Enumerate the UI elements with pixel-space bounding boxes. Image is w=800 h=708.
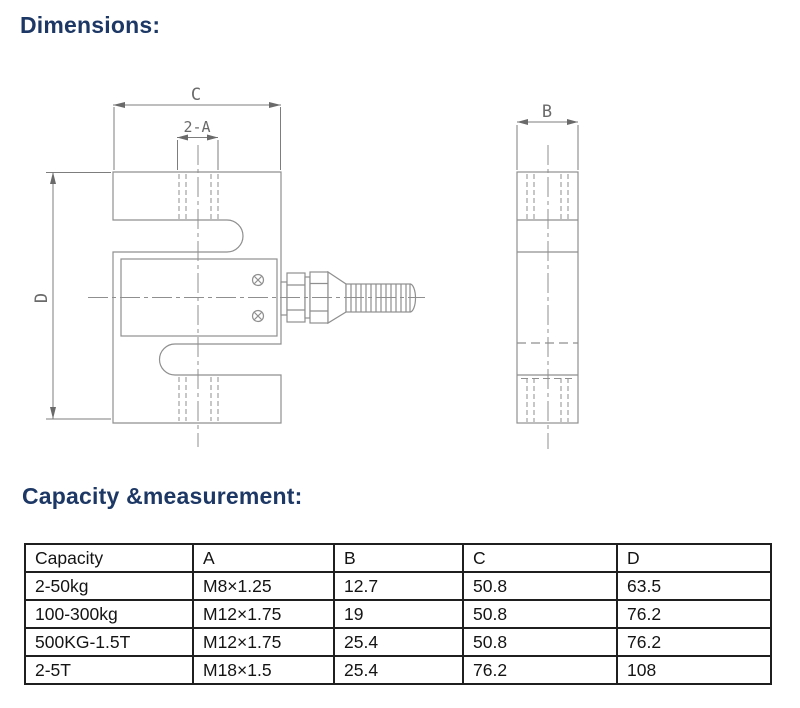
cell-c: 50.8 xyxy=(462,599,618,629)
table-row: 100-300kg M12×1.75 19 50.8 76.2 xyxy=(24,599,772,629)
cell-b: 25.4 xyxy=(333,627,464,657)
front-width-label: C xyxy=(191,85,201,105)
cell-c: 50.8 xyxy=(462,571,618,601)
screw-top-icon xyxy=(251,273,265,287)
front-height-label: D xyxy=(32,293,52,303)
cell-d: 76.2 xyxy=(616,599,772,629)
cell-a: M18×1.5 xyxy=(192,655,335,685)
table-row: 2-50kg M8×1.25 12.7 50.8 63.5 xyxy=(24,571,772,601)
col-header-d: D xyxy=(616,543,772,573)
cell-capacity: 500KG-1.5T xyxy=(24,627,194,657)
thread-spec-label: 2-A xyxy=(183,118,210,136)
cell-b: 25.4 xyxy=(333,655,464,685)
cell-d: 63.5 xyxy=(616,571,772,601)
cell-c: 76.2 xyxy=(462,655,618,685)
dimensions-heading: Dimensions: xyxy=(20,12,161,38)
cell-a: M12×1.75 xyxy=(192,599,335,629)
col-header-a: A xyxy=(192,543,335,573)
capacity-heading: Capacity &measurement: xyxy=(22,483,303,509)
dimension-arrows xyxy=(50,102,578,419)
table-row: 500KG-1.5T M12×1.75 25.4 50.8 76.2 xyxy=(24,627,772,657)
screw-bottom-icon xyxy=(251,309,265,323)
cell-a: M8×1.25 xyxy=(192,571,335,601)
capacity-table: Capacity A B C D 2-50kg M8×1.25 12.7 50.… xyxy=(24,543,772,685)
side-width-label: B xyxy=(542,102,552,122)
cell-capacity: 2-50kg xyxy=(24,571,194,601)
cell-c: 50.8 xyxy=(462,627,618,657)
dimension-lines xyxy=(46,104,579,420)
centerlines xyxy=(88,145,549,449)
cell-d: 108 xyxy=(616,655,772,685)
cell-b: 19 xyxy=(333,599,464,629)
dimension-labels: C 2-A B D xyxy=(32,85,552,303)
load-cell-dimension-drawing: C 2-A B D xyxy=(32,85,579,449)
cell-d: 76.2 xyxy=(616,627,772,657)
table-header-row: Capacity A B C D xyxy=(24,543,772,573)
col-header-c: C xyxy=(462,543,618,573)
col-header-capacity: Capacity xyxy=(24,543,194,573)
cell-a: M12×1.75 xyxy=(192,627,335,657)
cell-capacity: 2-5T xyxy=(24,655,194,685)
cell-b: 12.7 xyxy=(333,571,464,601)
cell-capacity: 100-300kg xyxy=(24,599,194,629)
table-row: 2-5T M18×1.5 25.4 76.2 108 xyxy=(24,655,772,685)
col-header-b: B xyxy=(333,543,464,573)
